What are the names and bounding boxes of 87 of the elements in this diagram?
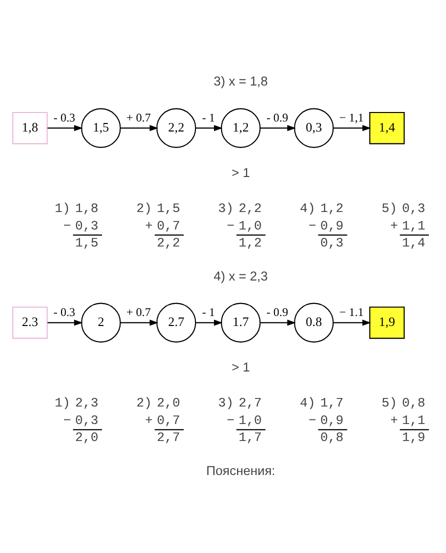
label: 2,7 <box>156 430 180 445</box>
label: 2) <box>136 200 152 216</box>
label: 1,4 <box>402 234 426 250</box>
edge-label: - 0.3 <box>54 304 76 319</box>
arrow <box>260 124 296 131</box>
label: − <box>308 412 316 428</box>
label: 1,8 <box>75 200 98 216</box>
label: 0,7 <box>156 412 180 428</box>
arrow <box>333 319 371 326</box>
edge-label: − 1.1 <box>339 304 364 319</box>
label: 1,5 <box>75 234 98 250</box>
arrow <box>196 319 223 326</box>
node-box: 1,8 <box>12 111 48 144</box>
label: − <box>63 412 72 428</box>
edge-label: - 0.9 <box>266 304 288 319</box>
label: 1,0 <box>238 412 262 428</box>
node-box: 2.3 <box>12 306 48 338</box>
label: − <box>308 218 316 233</box>
label: 0,7 <box>156 218 180 233</box>
arrow <box>260 319 296 326</box>
label: + <box>390 218 398 233</box>
label: 2,7 <box>238 395 262 410</box>
label: 0,3 <box>402 200 426 216</box>
label: 2,0 <box>156 395 180 410</box>
label: 5) <box>382 200 398 216</box>
label: 2,2 <box>238 200 262 216</box>
label: 4) x = 2,3 <box>214 268 268 283</box>
edge-label: - 0.9 <box>266 110 288 124</box>
arrow <box>196 124 223 131</box>
label: 0,8 <box>320 430 344 445</box>
arrow <box>48 124 83 131</box>
label: 3) <box>218 395 234 410</box>
label: + <box>145 218 153 233</box>
label: 4) <box>300 200 316 216</box>
label: 1,9 <box>402 430 426 445</box>
label: > 1 <box>232 164 250 180</box>
label: 2) <box>136 395 152 410</box>
edge-label: - 1 <box>202 110 215 124</box>
label: 1,2 <box>320 200 344 216</box>
edge-label: + 0.7 <box>126 304 151 319</box>
label: 2,2 <box>156 234 180 250</box>
node-box: 1,4 <box>369 111 405 144</box>
arrow <box>333 124 371 131</box>
edge-label: - 1 <box>202 304 215 319</box>
node-circle: 0.8 <box>294 302 334 342</box>
edge-label: + 0.7 <box>126 110 151 124</box>
label: 1,7 <box>320 395 344 410</box>
node-circle: 2 <box>81 302 121 342</box>
label: Пояснения: <box>206 462 276 478</box>
label: + <box>145 412 153 428</box>
label: 0,9 <box>320 412 344 428</box>
node-circle: 1,2 <box>220 108 261 148</box>
arrow <box>120 124 158 131</box>
label: 1,7 <box>238 430 262 445</box>
label: 0,3 <box>75 218 98 233</box>
arrow <box>48 319 83 326</box>
label: − <box>63 218 72 233</box>
label: 1,1 <box>402 412 426 428</box>
edge-label: - 0.3 <box>54 110 76 124</box>
label: 2,0 <box>75 430 98 445</box>
label: 5) <box>382 395 398 410</box>
label: 0,9 <box>320 218 344 233</box>
label: 1,0 <box>238 218 262 233</box>
label: 0,3 <box>75 412 98 428</box>
label: − <box>226 412 235 428</box>
label: 1,2 <box>238 234 262 250</box>
label: 2,3 <box>75 395 98 410</box>
label: + <box>390 412 398 428</box>
node-circle: 1,5 <box>81 108 121 148</box>
node-circle: 2,2 <box>156 108 196 148</box>
label: 1,5 <box>156 200 180 216</box>
arrow <box>120 319 158 326</box>
node-circle: 2.7 <box>156 302 196 342</box>
label: − <box>226 218 235 233</box>
label: 0,8 <box>402 395 426 410</box>
label: 4) <box>300 395 316 410</box>
label: 1) <box>54 200 70 216</box>
edge-label: − 1,1 <box>339 110 364 124</box>
node-box: 1,9 <box>369 306 405 338</box>
label: 0,3 <box>320 234 344 250</box>
node-circle: 0,3 <box>294 108 334 148</box>
label: 1,1 <box>402 218 426 233</box>
label: 1) <box>54 395 70 410</box>
node-circle: 1.7 <box>220 302 261 342</box>
label: > 1 <box>232 359 250 374</box>
label: 3) <box>218 200 234 216</box>
label: 3) x = 1,8 <box>214 73 268 88</box>
